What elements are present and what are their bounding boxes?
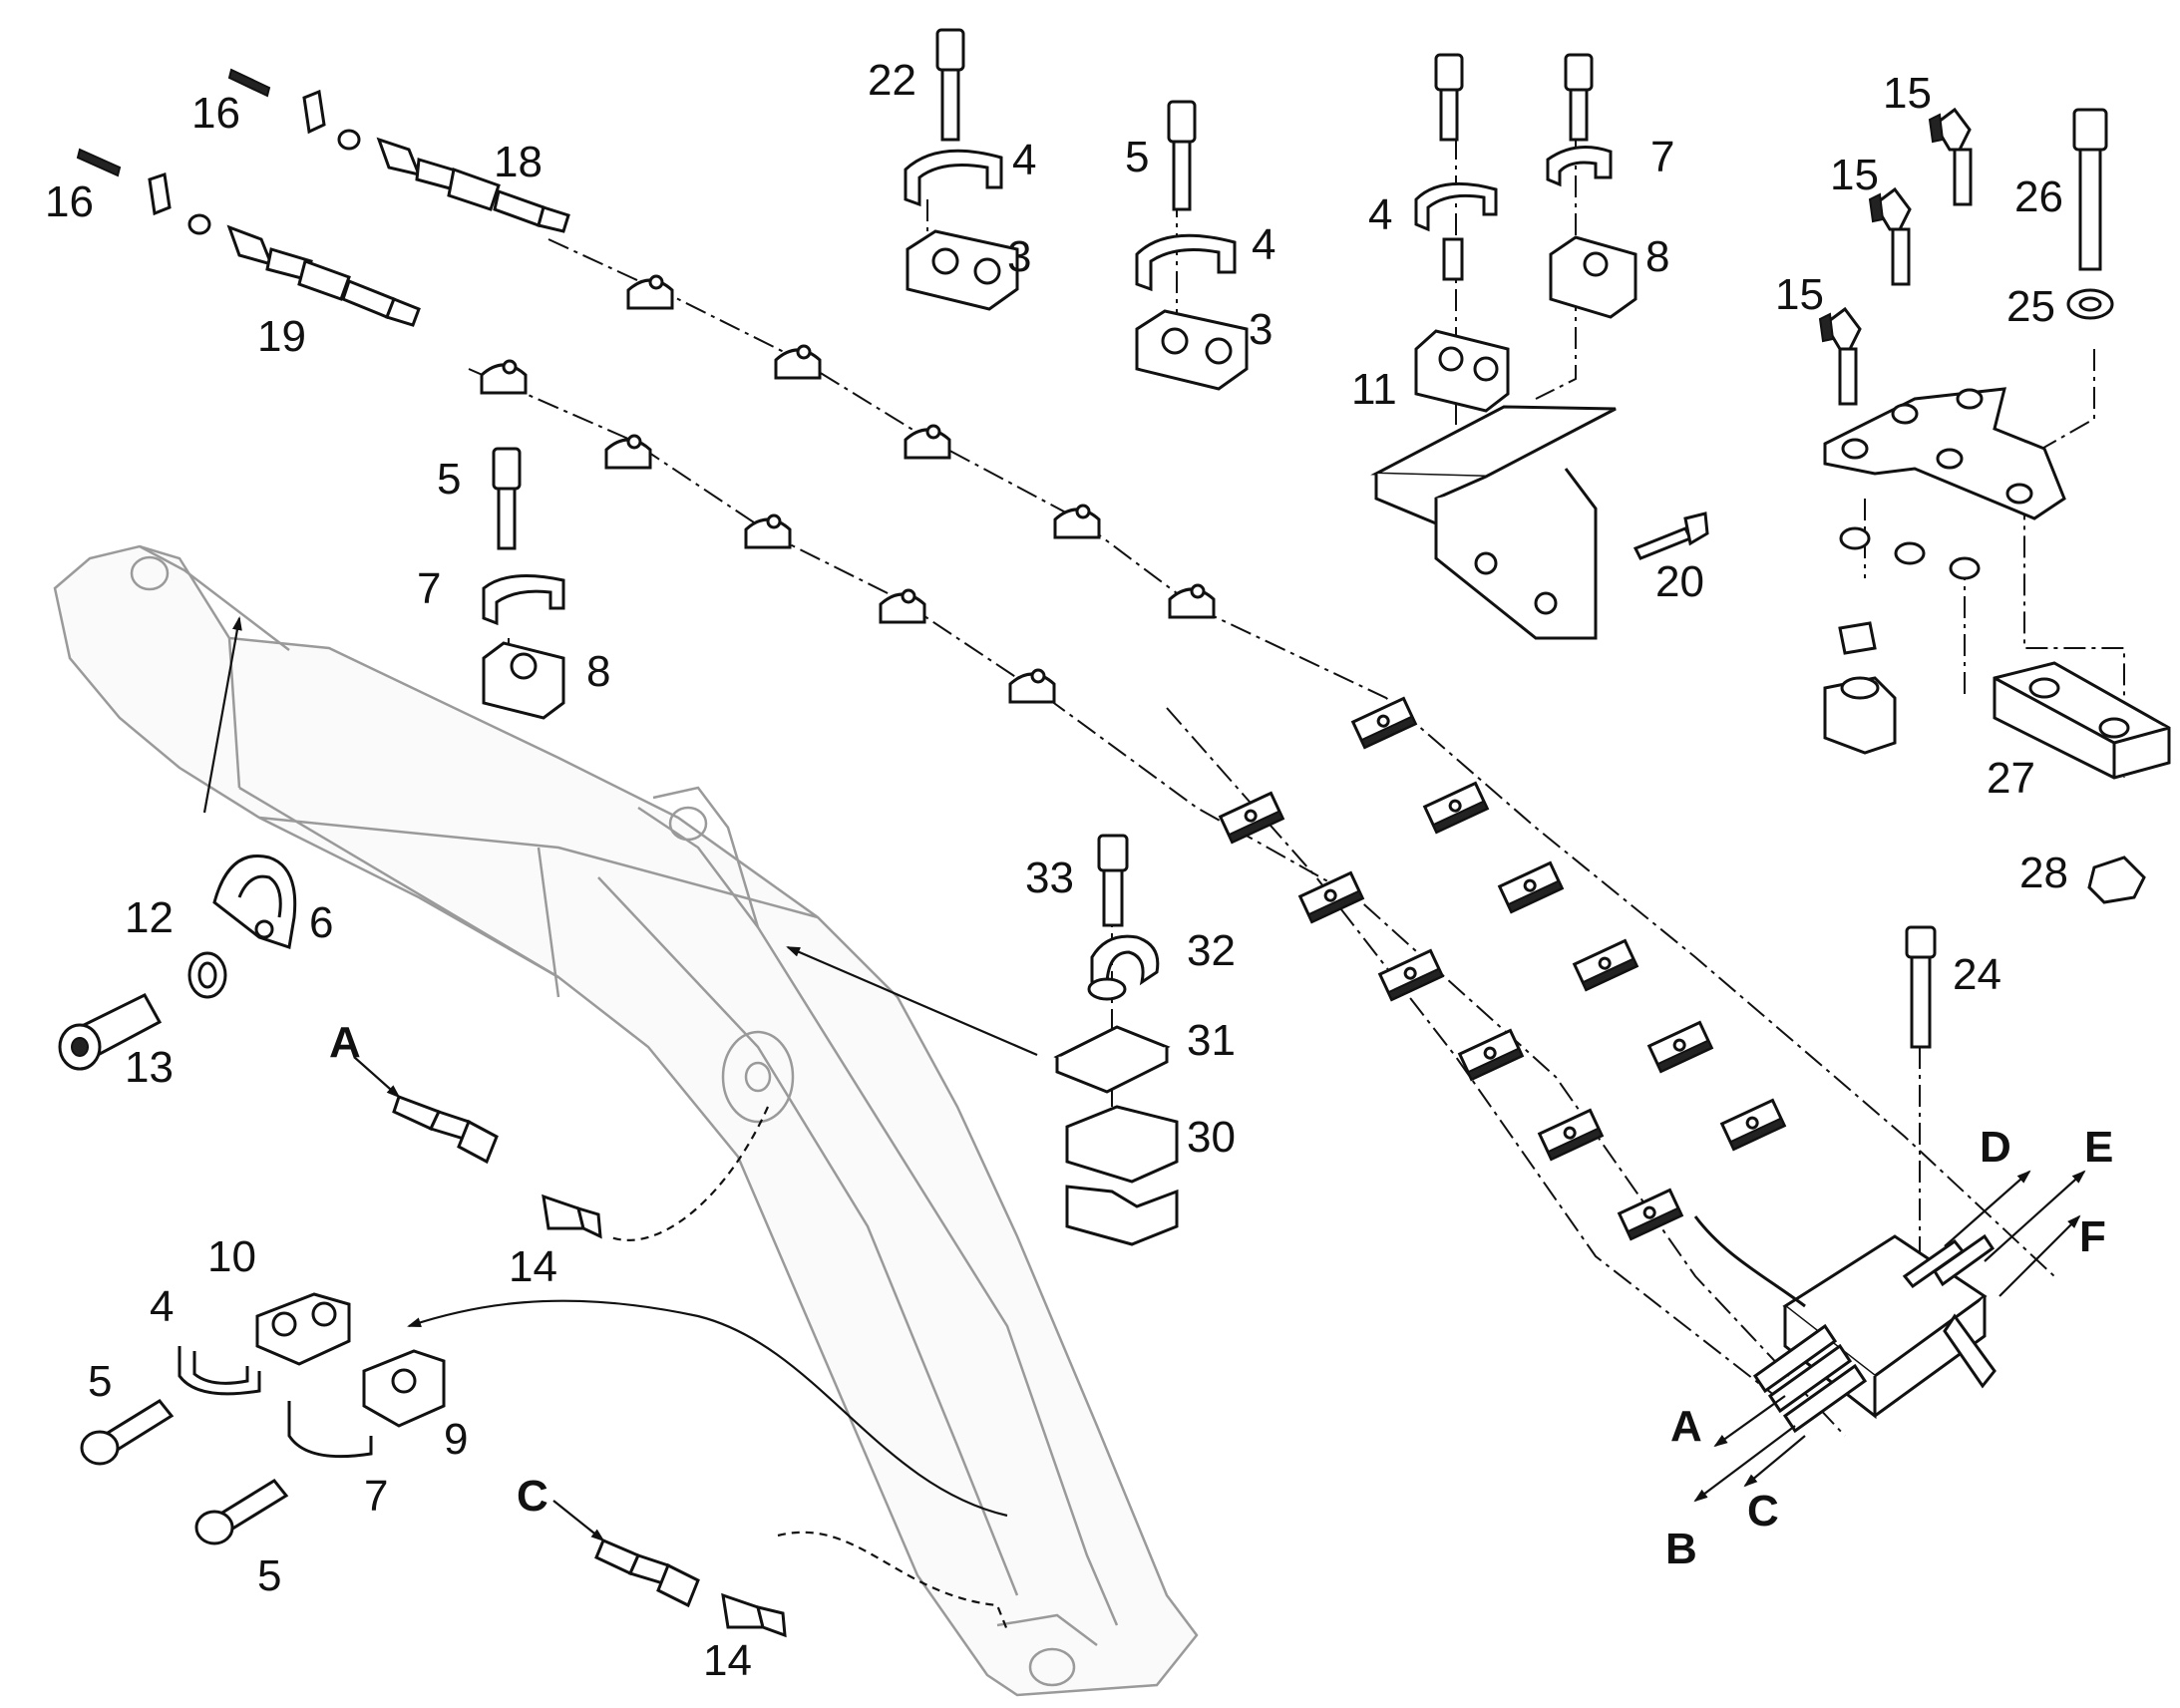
bracket-assembly (1370, 53, 1709, 640)
label-5b: 5 (437, 455, 461, 504)
leader-arrows (202, 616, 1038, 1518)
label-3b: 3 (1249, 305, 1272, 354)
clamp-chain-lower (480, 359, 1056, 704)
hose-end-assembly-19 (76, 148, 421, 327)
label-port-E: E (2084, 1123, 2113, 1172)
label-7c: 7 (364, 1472, 388, 1521)
label-8b: 8 (586, 647, 610, 696)
label-5a: 5 (1125, 133, 1149, 181)
fitting-C-assembly (552, 1500, 787, 1638)
clamp-chain-upper (626, 274, 1216, 619)
bolt-24 (1905, 925, 1937, 1049)
label-14b: 14 (703, 1636, 752, 1685)
clamp-assembly-5-4-3 (1135, 100, 1249, 391)
label-4d: 4 (150, 1282, 174, 1331)
clamp-assembly-22-4-3 (904, 28, 1019, 311)
label-6: 6 (309, 898, 333, 947)
manifold-block (1693, 1215, 1997, 1434)
label-22: 22 (868, 56, 916, 105)
label-port-A-input: A (329, 1018, 361, 1067)
boom-arm (53, 544, 1199, 1697)
label-7b: 7 (417, 564, 441, 613)
label-5d: 5 (257, 1551, 281, 1600)
label-10: 10 (207, 1232, 256, 1281)
hose-end-assembly-18 (227, 68, 570, 233)
label-port-C: C (1747, 1487, 1779, 1536)
centerlines (468, 100, 2125, 1437)
label-15c: 15 (1775, 270, 1824, 319)
label-15b: 15 (1830, 151, 1879, 199)
label-11: 11 (1351, 365, 1397, 414)
callout-labels: 16 18 16 19 22 4 3 5 4 3 4 11 7 8 20 15 … (45, 56, 2113, 1685)
label-9: 9 (444, 1415, 468, 1464)
label-20: 20 (1655, 557, 1704, 606)
label-port-B: B (1665, 1525, 1697, 1573)
label-30: 30 (1187, 1113, 1236, 1162)
label-4c: 4 (1368, 190, 1392, 239)
label-16a: 16 (191, 89, 240, 138)
fitting-A-assembly (353, 1056, 602, 1239)
label-port-A: A (1670, 1402, 1702, 1451)
label-port-F: F (2079, 1212, 2106, 1261)
label-31: 31 (1187, 1016, 1236, 1065)
clamp-assembly-33-32-31-30 (1053, 834, 1179, 1246)
label-32: 32 (1187, 926, 1236, 975)
clip-chain-left (1218, 791, 1684, 1241)
label-4a: 4 (1012, 136, 1036, 184)
port-arrows (1693, 1170, 2086, 1503)
label-19: 19 (257, 312, 306, 361)
clip-chain-right (1350, 696, 1787, 1152)
label-8a: 8 (1645, 232, 1669, 281)
label-port-D: D (1980, 1123, 2011, 1172)
label-5c: 5 (88, 1357, 112, 1406)
label-26: 26 (2014, 172, 2063, 221)
label-15a: 15 (1883, 69, 1932, 118)
label-16b: 16 (45, 177, 94, 226)
label-25: 25 (2006, 282, 2055, 331)
clamp-assembly-bottom-left (80, 1292, 446, 1545)
clamp-assembly-12-6-13 (58, 854, 297, 1071)
label-14a: 14 (509, 1242, 557, 1291)
label-port-C-input: C (517, 1472, 548, 1521)
label-33: 33 (1025, 854, 1074, 902)
label-24: 24 (1953, 950, 2001, 999)
label-27: 27 (1987, 754, 2035, 803)
label-18: 18 (494, 138, 543, 186)
label-3a: 3 (1007, 232, 1031, 281)
label-7a: 7 (1650, 133, 1674, 181)
label-4b: 4 (1252, 220, 1275, 269)
hose-routes (607, 1106, 1009, 1631)
clamp-assembly-5-7-8 (482, 447, 565, 720)
label-13: 13 (125, 1043, 174, 1092)
label-28: 28 (2019, 849, 2068, 897)
manifold-plate-assembly (1818, 107, 2171, 904)
label-12: 12 (125, 893, 174, 942)
